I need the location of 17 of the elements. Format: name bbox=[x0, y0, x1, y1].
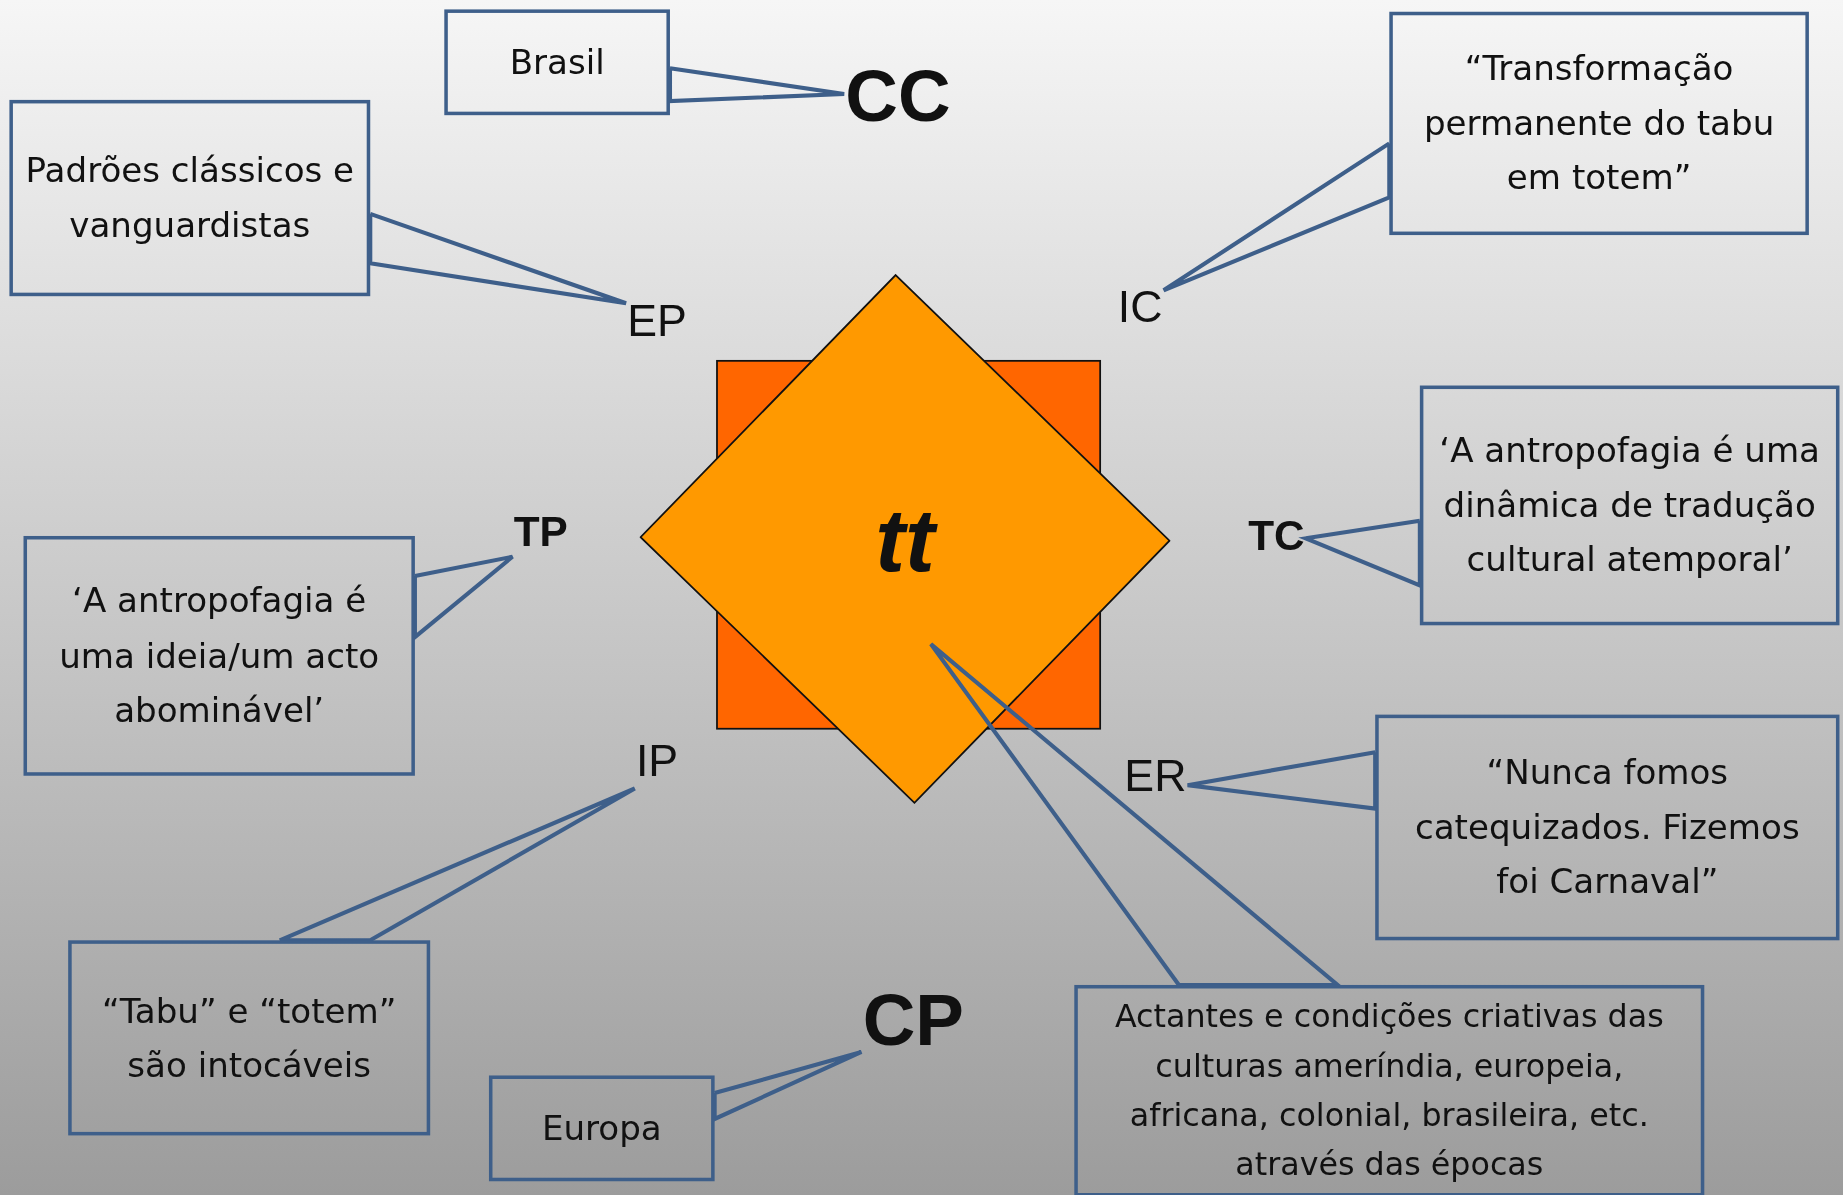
callout-box: Padrões clássicos e vanguardistas bbox=[9, 99, 371, 297]
callout-box: “Nunca fomos catequizados. Fizemos foi Carnaval” bbox=[1375, 714, 1840, 941]
abbreviation-label: TP bbox=[513, 506, 568, 556]
callout-box: Actantes e condições criativas das culturas ameríndia, europeia, africana, colonial, brasileira, etc. através das épocas bbox=[1074, 984, 1705, 1195]
abbreviation-label: CP bbox=[862, 978, 964, 1063]
abbreviation-label: TC bbox=[1248, 511, 1305, 561]
callout-box: “Tabu” e “totem” são intocáveis bbox=[68, 940, 431, 1136]
abbreviation-label: IP bbox=[635, 735, 679, 788]
abbreviation-label: CC bbox=[845, 54, 951, 139]
callout-box: “Transformação permanente do tabu em totem” bbox=[1389, 11, 1809, 236]
callout-box: Europa bbox=[488, 1075, 715, 1182]
callout-box: ‘A antropofagia é uma dinâmica de tradução cultural atemporal’ bbox=[1419, 385, 1840, 626]
callout-box: Brasil bbox=[444, 9, 670, 116]
callout-box: ‘A antropofagia é uma ideia/um acto abominável’ bbox=[23, 535, 415, 776]
abbreviation-label: IC bbox=[1117, 282, 1163, 334]
abbreviation-label: ER bbox=[1124, 751, 1187, 803]
abbreviation-label: EP bbox=[627, 296, 687, 348]
